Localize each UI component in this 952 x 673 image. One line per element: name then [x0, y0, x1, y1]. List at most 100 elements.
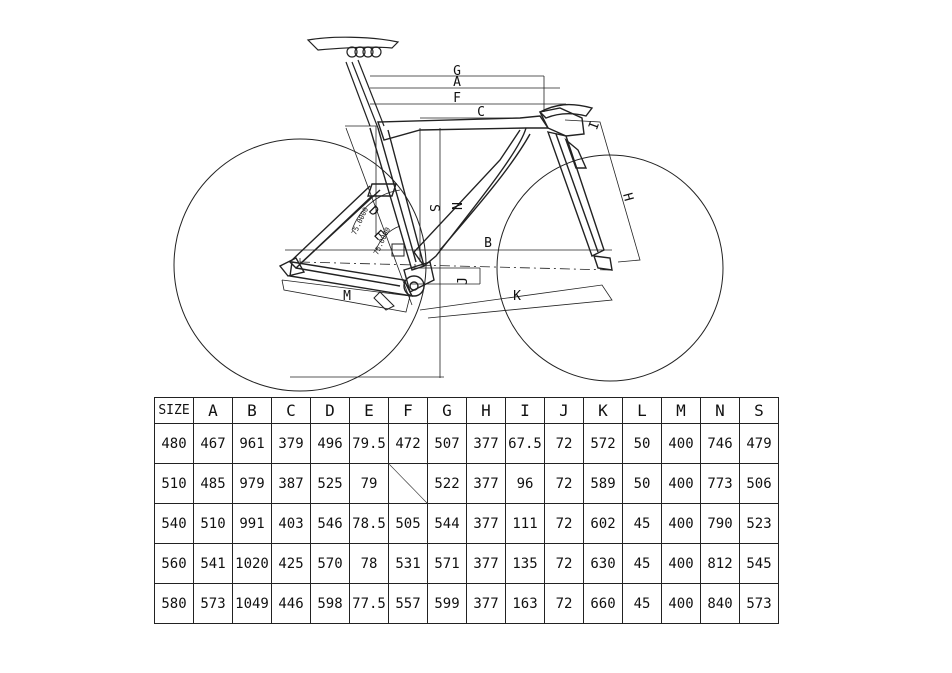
cell: 45 — [622, 583, 662, 624]
cell: 472 — [388, 423, 428, 464]
cell: 525 — [310, 463, 350, 504]
cell: 79.5 — [349, 423, 389, 464]
cell: 1049 — [232, 583, 272, 624]
table-row: 510 485 979 387 525 79 522 377 96 72 589… — [154, 463, 779, 504]
cell: 72 — [544, 423, 584, 464]
header-N: N — [700, 397, 740, 424]
cell: 379 — [271, 423, 311, 464]
angle-label-seat: 75.0000 — [350, 206, 370, 236]
cell: 505 — [388, 503, 428, 544]
cell: 377 — [466, 543, 506, 584]
header-H: H — [466, 397, 506, 424]
cell: 377 — [466, 503, 506, 544]
table-header-row: SIZE A B C D E F G H I J K L M N S — [154, 397, 779, 424]
cell: 540 — [154, 503, 194, 544]
table-row: 560 541 1020 425 570 78 531 571 377 135 … — [154, 543, 779, 584]
label-J: J — [456, 277, 471, 285]
cell: 79 — [349, 463, 389, 504]
cell: 546 — [310, 503, 350, 544]
cell: 400 — [661, 503, 701, 544]
dimension-lines — [281, 75, 641, 378]
cell: 400 — [661, 463, 701, 504]
cell: 531 — [388, 543, 428, 584]
cell: 387 — [271, 463, 311, 504]
table-row: 480 467 961 379 496 79.5 472 507 377 67.… — [154, 423, 779, 464]
cell: 541 — [193, 543, 233, 584]
cell: 1020 — [232, 543, 272, 584]
cell: 72 — [544, 583, 584, 624]
cell: 598 — [310, 583, 350, 624]
cell: 78 — [349, 543, 389, 584]
header-F: F — [388, 397, 428, 424]
cell: 377 — [466, 423, 506, 464]
cell: 485 — [193, 463, 233, 504]
cell: 573 — [193, 583, 233, 624]
header-J: J — [544, 397, 584, 424]
cell: 510 — [193, 503, 233, 544]
label-H: H — [619, 191, 636, 202]
cell: 72 — [544, 503, 584, 544]
header-I: I — [505, 397, 545, 424]
label-S: S — [426, 204, 441, 212]
header-D: D — [310, 397, 350, 424]
front-wheel — [496, 154, 724, 382]
cell: 573 — [739, 583, 779, 624]
cell: 599 — [427, 583, 467, 624]
header-B: B — [232, 397, 272, 424]
cell: 545 — [739, 543, 779, 584]
cell: 510 — [154, 463, 194, 504]
cell: 480 — [154, 423, 194, 464]
header-G: G — [427, 397, 467, 424]
cell: 773 — [700, 463, 740, 504]
bike-frame-drawing: G A F C I H S N D E B J K M 75.0000 75.0… — [173, 36, 724, 392]
cell: 377 — [466, 463, 506, 504]
cell: 467 — [193, 423, 233, 464]
header-L: L — [622, 397, 662, 424]
cell: 571 — [427, 543, 467, 584]
cell: 400 — [661, 423, 701, 464]
cell: 50 — [622, 423, 662, 464]
seatpost — [345, 59, 385, 129]
label-A: A — [453, 75, 461, 90]
label-G: G — [453, 64, 461, 79]
label-N: N — [448, 202, 463, 210]
cell: 506 — [739, 463, 779, 504]
cell: 570 — [310, 543, 350, 584]
header-E: E — [349, 397, 389, 424]
geometry-table: SIZE A B C D E F G H I J K L M N S 480 4… — [154, 397, 779, 624]
cell: 479 — [739, 423, 779, 464]
header-C: C — [271, 397, 311, 424]
cell: 400 — [661, 583, 701, 624]
drivetrain — [373, 243, 405, 311]
table-row: 580 573 1049 446 598 77.5 557 599 377 16… — [154, 583, 779, 624]
cell: 522 — [427, 463, 467, 504]
label-F: F — [453, 91, 461, 106]
saddle — [306, 36, 400, 58]
cell: 812 — [700, 543, 740, 584]
label-K: K — [513, 289, 521, 304]
cell: 135 — [505, 543, 545, 584]
cell: 523 — [739, 503, 779, 544]
cell: 72 — [544, 463, 584, 504]
cell: 78.5 — [349, 503, 389, 544]
cell: 67.5 — [505, 423, 545, 464]
cell: 45 — [622, 503, 662, 544]
cell: 163 — [505, 583, 545, 624]
frame — [278, 103, 613, 297]
cell: 507 — [427, 423, 467, 464]
cell: 630 — [583, 543, 623, 584]
header-M: M — [661, 397, 701, 424]
cell: 45 — [622, 543, 662, 584]
label-M: M — [343, 289, 351, 304]
cell: 572 — [583, 423, 623, 464]
cell: 557 — [388, 583, 428, 624]
cell: 111 — [505, 503, 545, 544]
cell: 961 — [232, 423, 272, 464]
cell: 496 — [310, 423, 350, 464]
cell: 979 — [232, 463, 272, 504]
cell: 560 — [154, 543, 194, 584]
cell: 377 — [466, 583, 506, 624]
table-row: 540 510 991 403 546 78.5 505 544 377 111… — [154, 503, 779, 544]
cell: 580 — [154, 583, 194, 624]
cell: 544 — [427, 503, 467, 544]
